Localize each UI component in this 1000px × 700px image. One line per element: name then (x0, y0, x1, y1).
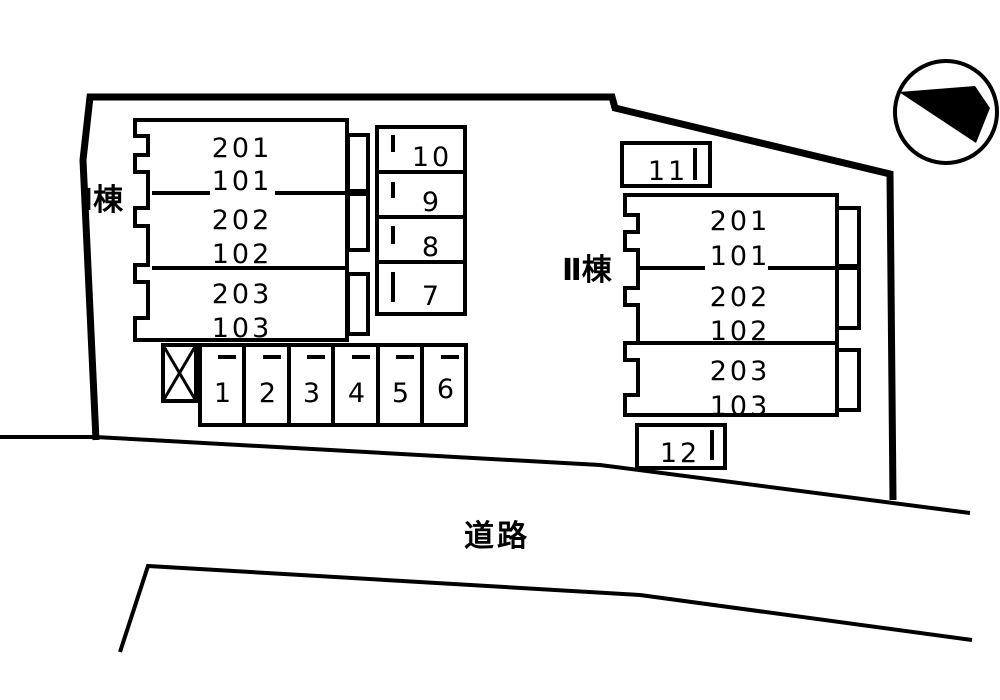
building-2 (623, 193, 861, 417)
unit-label-b2-203: 203 (710, 356, 771, 387)
parking-space-10: 10 (412, 142, 452, 173)
parking-column-7-10 (375, 125, 467, 316)
unit-label-b2-202: 202 (710, 282, 771, 313)
unit-label-b1-102: 102 (212, 239, 273, 270)
parking-space-11: 11 (648, 156, 688, 187)
unit-label-b2-103: 103 (710, 391, 771, 422)
unit-label-b1-202: 202 (212, 205, 273, 236)
parking-space-6: 6 (437, 374, 457, 405)
unit-label-b2-101: 101 (710, 241, 771, 272)
unit-label-b1-101: 101 (212, 166, 273, 197)
unit-label-b1-201: 201 (212, 133, 273, 164)
compass-north-arrow-icon (893, 59, 999, 165)
parking-space-5: 5 (392, 378, 412, 409)
building-1-label: Ⅰ棟 (82, 183, 124, 218)
parking-space-2: 2 (259, 378, 279, 409)
parking-space-4: 4 (348, 378, 368, 409)
unit-label-b2-102: 102 (710, 316, 771, 347)
parking-space-1: 1 (214, 378, 234, 409)
parking-space-3: 3 (303, 378, 323, 409)
parking-space-9: 9 (422, 187, 442, 218)
road (0, 435, 973, 653)
building-2-label: Ⅱ棟 (562, 253, 613, 288)
road-label: 道路 (464, 519, 530, 554)
parking-11-12 (620, 141, 727, 470)
lot-boundary (79, 93, 897, 501)
parking-space-12: 12 (660, 438, 700, 469)
parking-space-7: 7 (422, 281, 442, 312)
parking-row-1-6 (198, 343, 468, 427)
unit-label-b1-103: 103 (212, 313, 273, 344)
parking-space-8: 8 (422, 232, 442, 263)
unit-label-b2-201: 201 (710, 206, 771, 237)
unit-label-b1-203: 203 (212, 279, 273, 310)
building-1 (133, 118, 370, 342)
garbage-station-icon (161, 343, 198, 403)
